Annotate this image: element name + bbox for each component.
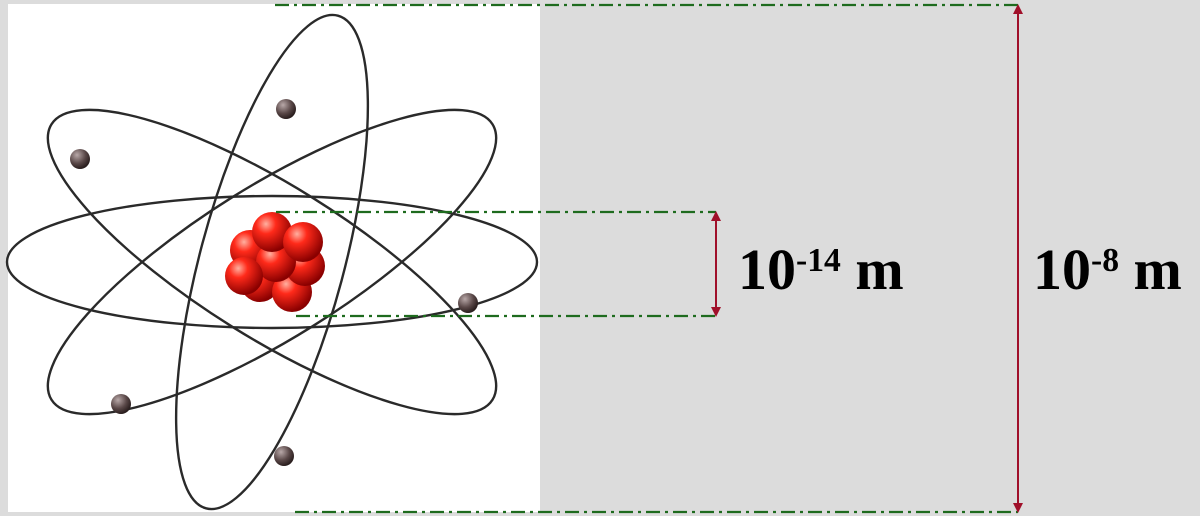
- orbit-tilted-right: [46, 108, 498, 416]
- electron-icon: [70, 149, 90, 169]
- dimension-arrows: [711, 3, 1023, 513]
- nucleon: [225, 257, 263, 295]
- atom-size-base: 10: [1033, 237, 1091, 302]
- electron-icon: [458, 293, 478, 313]
- nucleus-size-unit: m: [855, 237, 904, 302]
- orbits: [5, 13, 539, 511]
- guide-lines: [275, 3, 1018, 514]
- atom-size-unit: m: [1133, 237, 1182, 302]
- electron-icon: [111, 394, 131, 414]
- orbit-horizontal: [5, 194, 539, 330]
- atom-icon: [5, 13, 539, 511]
- electrons: [70, 99, 478, 466]
- nucleus-size-label: 10-14 m: [738, 241, 904, 299]
- atom-size-exponent: -8: [1091, 241, 1120, 279]
- nucleon: [252, 212, 292, 252]
- nucleus-icon: [225, 212, 325, 312]
- nucleus-size-base: 10: [738, 237, 796, 302]
- atom-size-label: 10-8 m: [1033, 241, 1182, 299]
- orbit-vertical: [174, 13, 370, 511]
- nucleus-size-exponent: -14: [796, 241, 841, 279]
- electron-icon: [274, 446, 294, 466]
- nucleon: [283, 222, 323, 262]
- orbit-tilted-left: [46, 108, 498, 416]
- electron-icon: [276, 99, 296, 119]
